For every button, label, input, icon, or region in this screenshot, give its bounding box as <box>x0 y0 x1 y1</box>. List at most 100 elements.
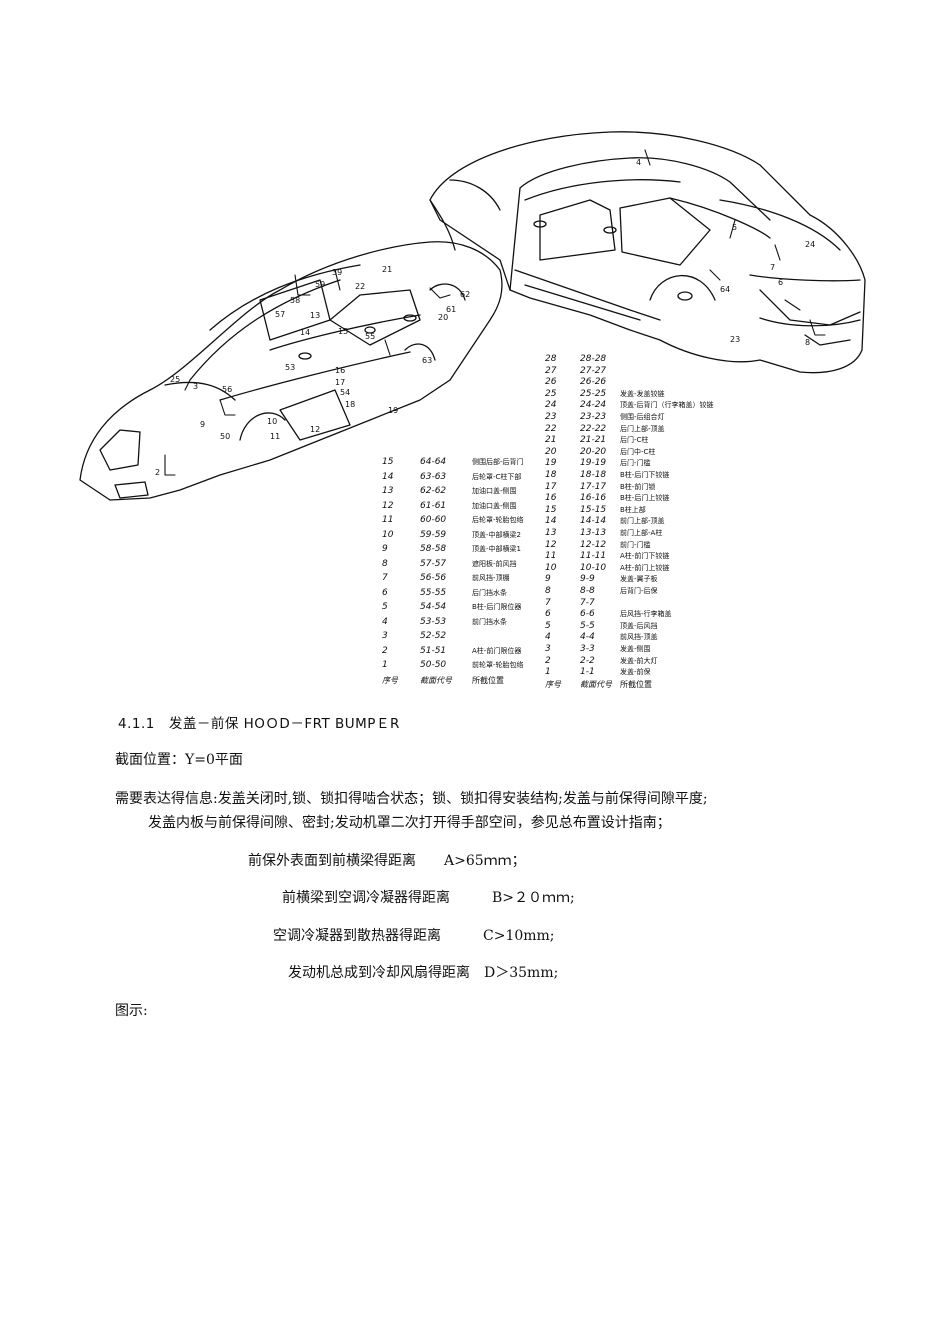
legend-section-code: 64-64 <box>420 457 447 467</box>
callout-4: 4 <box>636 158 642 167</box>
legend-number: 11 <box>382 515 394 525</box>
legend-section-code: 24-24 <box>580 400 607 411</box>
legend-section-code: 25-25 <box>580 388 607 399</box>
legend-number: 15 <box>545 504 557 515</box>
legend-section-code: 19-19 <box>580 458 607 469</box>
legend-number: 26 <box>545 377 557 388</box>
legend-section-code: 2-2 <box>580 655 595 666</box>
legend-section-code: 60-60 <box>420 515 447 525</box>
callout-56: 56 <box>222 385 233 394</box>
legend-position: 前风挡-顶棚 <box>472 574 510 582</box>
legend-number: 2 <box>382 645 388 656</box>
legend-number: 10 <box>545 562 557 573</box>
legend-section-code: 58-58 <box>420 544 447 554</box>
callout-25: 25 <box>170 375 181 384</box>
callout-6: 6 <box>778 278 784 287</box>
legend-position: 顶盖-中部横梁2 <box>472 530 521 539</box>
legend-position: 加油口盖-侧围 <box>472 487 517 495</box>
legend-position: 后轮罩-C柱下部 <box>472 472 522 481</box>
legend-position: 后门上部-顶盖 <box>620 424 665 433</box>
info-line-2: 发盖内板与前保得间隙、密封;发动机罩二次打开得手部空间，参见总布置设计指南； <box>148 815 671 831</box>
legend-section-code: 13-13 <box>580 528 607 538</box>
legend-position: B柱-后门下铰链 <box>620 471 670 479</box>
legend-number: 24 <box>545 400 557 411</box>
legend-number: 6 <box>545 609 551 620</box>
legend-position: 前轮罩-轮胎包络 <box>472 661 524 669</box>
legend-section-code: 23-23 <box>580 412 607 422</box>
legend-number: 4 <box>545 632 551 643</box>
section-leader-lines <box>164 149 826 476</box>
callout-7: 7 <box>770 263 776 272</box>
legend-number: 14 <box>545 516 557 527</box>
legend-position: 后背门-后保 <box>620 587 658 595</box>
legend-number: 9 <box>545 574 551 585</box>
callout-19: 19 <box>388 406 399 415</box>
section-position: 截面位置：Y=0平面 <box>115 752 243 768</box>
legend-number: 1 <box>545 667 551 678</box>
legend-section-code: 15-15 <box>580 504 607 515</box>
legend-position: 前门-门槛 <box>620 540 651 549</box>
legend-number: 27 <box>545 365 557 376</box>
callout-10: 10 <box>267 417 278 426</box>
callout-53: 53 <box>285 363 296 372</box>
legend-number: 6 <box>382 587 388 598</box>
legend-position: 发盖-前大灯 <box>620 656 658 665</box>
legend-position: 前风挡-顶盖 <box>620 633 658 642</box>
legend-section-code: 61-61 <box>420 500 447 511</box>
callout-9: 9 <box>200 420 206 429</box>
legend-number: 19 <box>545 458 557 469</box>
legend-section-code: 10-10 <box>580 562 607 573</box>
callout-54: 54 <box>340 388 351 397</box>
legend-section-code: 14-14 <box>580 516 607 527</box>
legend-position: 前门上部-顶盖 <box>620 517 665 526</box>
callout-58: 58 <box>290 296 301 305</box>
legend-position: 顶盖-后风挡 <box>620 621 658 630</box>
legend-section-code: 截面代号 <box>420 675 452 685</box>
legend-position: B柱-后门上铰链 <box>620 494 670 503</box>
callout-39: 39 <box>332 268 343 277</box>
legend-section-code: 1-1 <box>580 667 595 678</box>
legend-position: 后风挡-行李箱盖 <box>620 610 672 619</box>
legend-number: 17 <box>545 481 557 492</box>
legend-section-code: 9-9 <box>580 574 595 585</box>
callout-16: 16 <box>335 366 346 375</box>
legend-number: 序号 <box>382 675 398 685</box>
callout-22: 22 <box>355 282 366 291</box>
info-line-1: 需要表达得信息:发盖关闭时,锁、锁扣得啮合状态；锁、锁扣得安装结构;发盖与前保得… <box>115 791 708 807</box>
legend-number: 16 <box>545 493 557 504</box>
legend-position: A柱-前门上铰链 <box>620 563 670 572</box>
legend-number: 8 <box>382 558 388 569</box>
section-heading: 4.1.1 发盖－前保 HOＯD－FRT BUMPＥR <box>118 716 400 732</box>
legend-position: 顶盖-后背门（行李箱盖）铰链 <box>620 401 714 410</box>
callout-50: 50 <box>220 432 231 441</box>
callout-62: 62 <box>460 290 471 299</box>
legend-section-code: 28-28 <box>580 354 607 364</box>
callout-5: 5 <box>732 223 738 232</box>
legend-number: 10 <box>382 529 394 540</box>
legend-section-code: 51-51 <box>420 645 447 656</box>
legend-position: 发盖-翼子板 <box>620 575 658 584</box>
legend-position: 遮阳板-前风挡 <box>472 559 517 568</box>
legend-section-code: 11-11 <box>580 551 607 562</box>
legend-section-code: 52-52 <box>420 631 447 641</box>
legend-position: 侧围-后组合灯 <box>620 413 665 421</box>
legend-number: 9 <box>382 544 388 554</box>
legend-position: 加油口盖-侧围 <box>472 501 517 510</box>
legend-number: 5 <box>382 602 388 612</box>
legend-number: 13 <box>545 528 557 538</box>
callout-23: 23 <box>730 335 741 344</box>
legend-number: 3 <box>382 631 388 641</box>
legend-section-code: 55-55 <box>420 587 447 598</box>
legend-position: A柱-前门下铰链 <box>620 552 670 561</box>
callout-13: 13 <box>310 311 321 320</box>
legend-section-code: 7-7 <box>580 597 595 608</box>
legend-section-code: 22-22 <box>580 423 607 434</box>
legend-position: 所截位置 <box>472 675 504 685</box>
legend-section-code: 62-62 <box>420 486 447 496</box>
legend-number: 23 <box>545 412 557 422</box>
legend-number: 25 <box>545 388 557 399</box>
legend-section-code: 17-17 <box>580 481 607 492</box>
legend-number: 1 <box>382 660 388 670</box>
